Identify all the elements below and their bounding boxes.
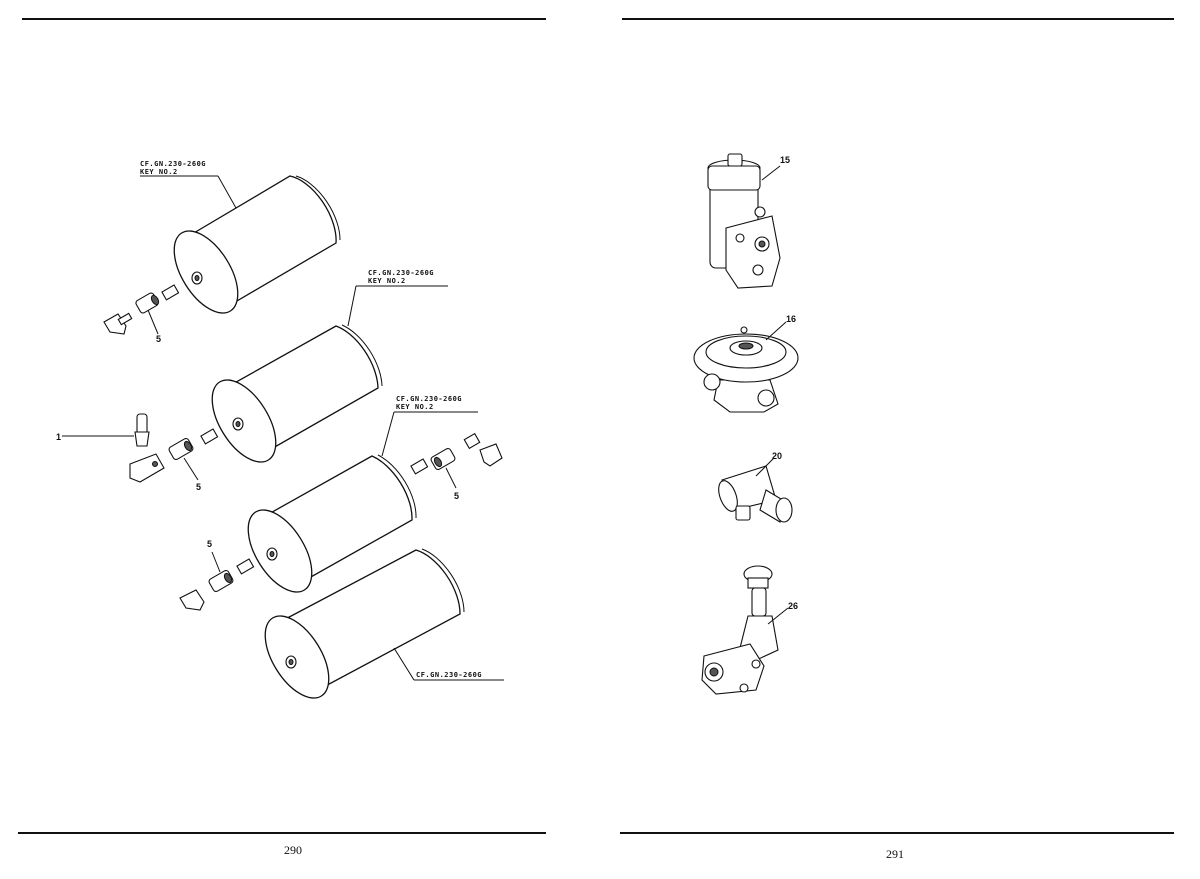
air-tank-3 bbox=[247, 454, 417, 593]
left-page-number: 290 bbox=[284, 843, 302, 857]
key-26: 26 bbox=[788, 601, 798, 611]
key-1: 1 bbox=[56, 432, 61, 442]
tank-4-callout-line1: CF.GN.230-260G bbox=[416, 671, 482, 679]
key-15: 15 bbox=[780, 155, 790, 165]
left-top-rule bbox=[22, 18, 546, 20]
tank-2-callout-line2: KEY NO.2 bbox=[368, 277, 406, 285]
key-16: 16 bbox=[786, 314, 796, 324]
key-5-c: 5 bbox=[207, 539, 212, 549]
left-bottom-rule bbox=[18, 832, 546, 834]
tank-3-callout-line2: KEY NO.2 bbox=[396, 403, 434, 411]
key-5-a: 5 bbox=[156, 334, 161, 344]
tank-2-fittings bbox=[129, 413, 219, 483]
tank-3-right-fittings bbox=[410, 432, 503, 475]
tee-fitting-part-20 bbox=[718, 465, 793, 523]
valve-part-16 bbox=[693, 326, 799, 413]
tank-2-callout-line1: CF.GN.230-260G bbox=[368, 269, 434, 277]
key-5-d: 5 bbox=[454, 491, 459, 501]
tank-3-left-fittings bbox=[179, 558, 255, 611]
key-20: 20 bbox=[772, 451, 782, 461]
right-top-rule bbox=[622, 18, 1174, 20]
tank-1-callout-line2: KEY NO.2 bbox=[140, 168, 178, 176]
valve-part-15 bbox=[707, 153, 781, 289]
tank-1-fittings bbox=[103, 284, 180, 335]
valve-part-26 bbox=[701, 565, 779, 695]
tank-3-callout-line1: CF.GN.230-260G bbox=[396, 395, 462, 403]
air-tank-2 bbox=[211, 324, 383, 463]
right-page-number: 291 bbox=[886, 847, 904, 861]
key-5-b: 5 bbox=[196, 482, 201, 492]
air-tank-4 bbox=[264, 548, 465, 699]
air-tank-1 bbox=[173, 175, 341, 314]
tank-1-callout-line1: CF.GN.230-260G bbox=[140, 160, 206, 168]
right-bottom-rule bbox=[620, 832, 1174, 834]
